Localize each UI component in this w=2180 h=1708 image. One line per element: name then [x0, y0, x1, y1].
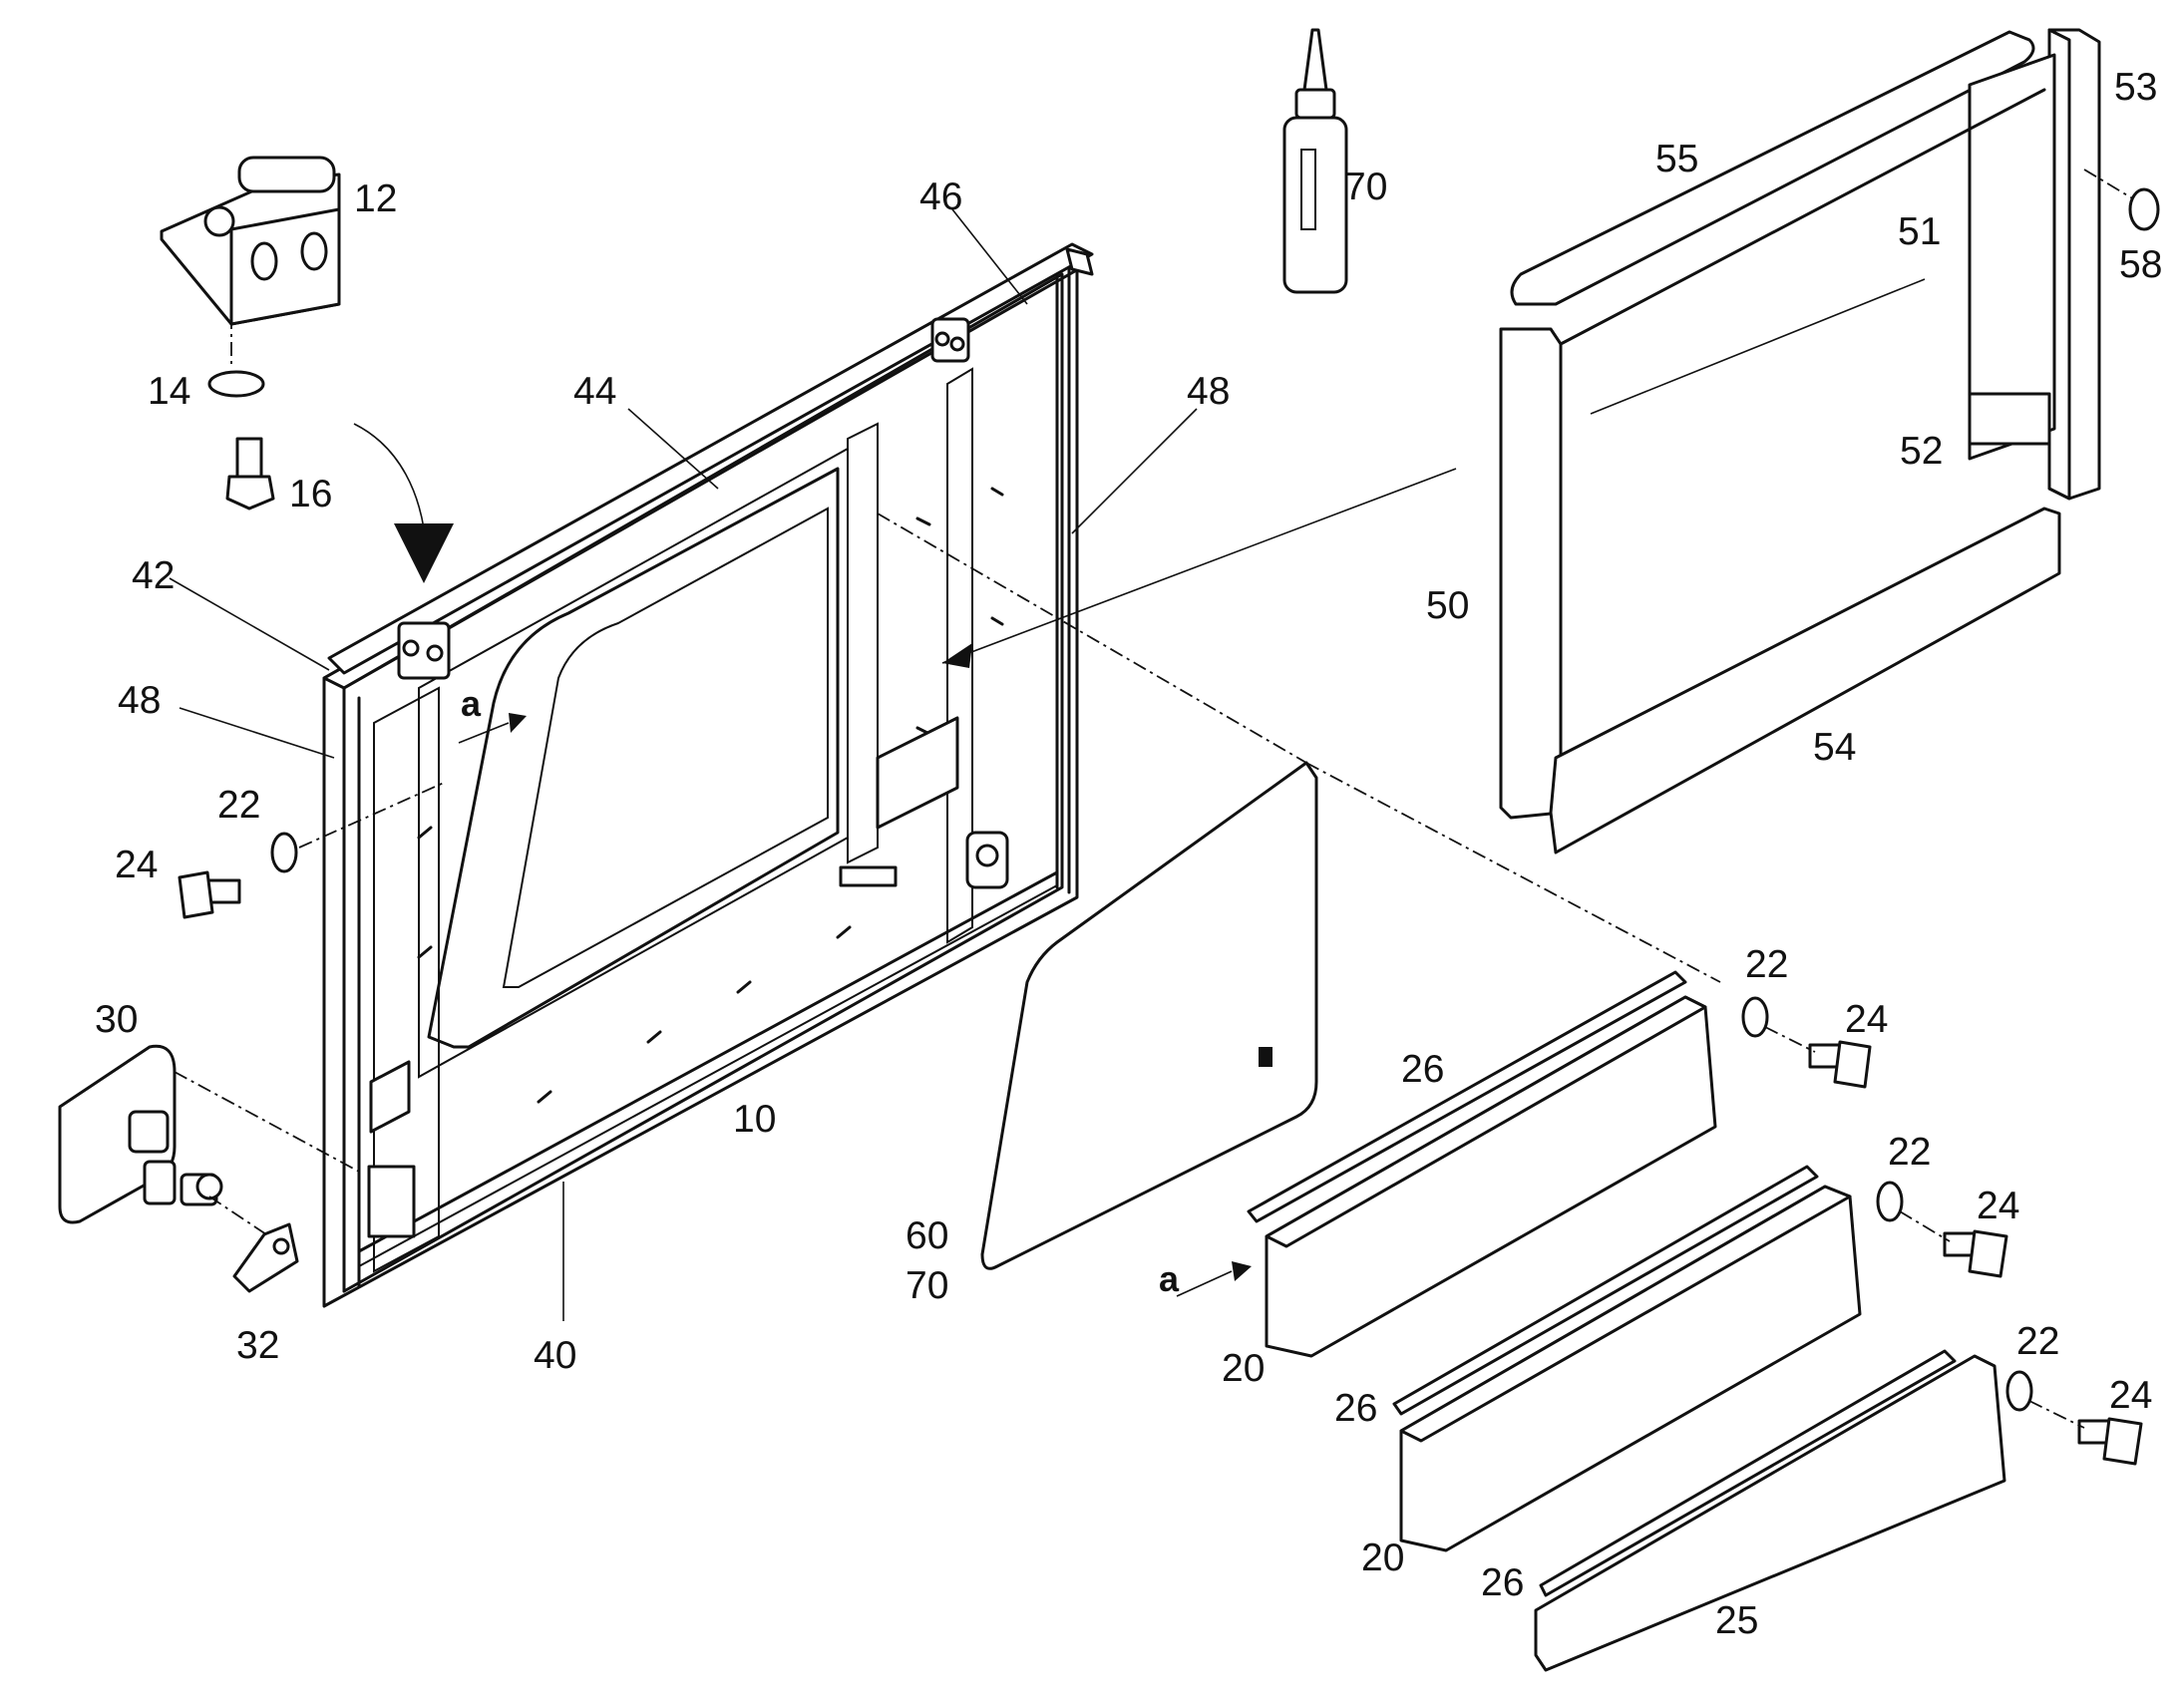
label-46: 46: [919, 175, 962, 218]
label-22-lower: 22: [2016, 1320, 2059, 1363]
top-rail-part-44: [327, 242, 1094, 675]
gasket-part-26-middle: [1392, 1165, 1819, 1416]
view-arrow-a-line: [458, 722, 510, 744]
label-24-left: 24: [115, 844, 158, 886]
label-16: 16: [289, 473, 332, 515]
label-54: 54: [1813, 726, 1856, 769]
washer-part-14: [207, 370, 265, 398]
bolt-part-24-lower: [2077, 1417, 2143, 1466]
label-60: 60: [906, 1214, 948, 1257]
label-10: 10: [733, 1098, 776, 1141]
label-20-upper: 20: [1222, 1347, 1265, 1390]
label-26-upper: 26: [1401, 1048, 1444, 1091]
label-44: 44: [573, 370, 616, 413]
washer-part-22-left: [270, 832, 298, 873]
axis-line-bolt-upper: [1764, 1026, 1816, 1053]
seal-block-part-50: [1499, 327, 1563, 820]
cover-part-20-middle: [1399, 1185, 1862, 1552]
label-58: 58: [2119, 243, 2162, 286]
label-20-middle: 20: [1361, 1537, 1404, 1579]
hinge-mounted-left: [397, 621, 451, 680]
leader-48-left: [179, 707, 335, 759]
cover-part-25-lower: [1534, 1354, 2006, 1672]
label-22-upper: 22: [1745, 943, 1788, 986]
seal-block-part-53: [2047, 28, 2101, 501]
label-14: 14: [148, 370, 190, 413]
label-26-middle: 26: [1334, 1387, 1377, 1430]
view-arrow-a-head-lower: [1232, 1261, 1252, 1281]
label-24-upper: 24: [1845, 998, 1888, 1041]
screw-part-16: [225, 437, 275, 511]
cover-part-20-upper: [1265, 995, 1717, 1358]
door-frame-part-10: [322, 247, 1089, 1308]
gasket-part-26-upper: [1247, 970, 1687, 1223]
label-50: 50: [1426, 584, 1469, 627]
axis-line-glass: [1305, 762, 1721, 983]
view-arrow-a-head: [509, 713, 527, 733]
label-24-middle: 24: [1977, 1185, 2019, 1227]
seal-block-part-52: [1968, 53, 2056, 461]
label-51: 51: [1898, 210, 1941, 253]
seal-arrow-head: [942, 643, 972, 668]
label-30: 30: [95, 998, 138, 1041]
seal-strip-part-55: [1510, 30, 2035, 306]
handle-part-30: [58, 1044, 223, 1224]
label-48-right: 48: [1187, 370, 1230, 413]
label-40: 40: [534, 1334, 576, 1377]
leader-seal-arrow: [941, 468, 1457, 664]
plate-part-32: [232, 1222, 299, 1293]
axis-line-handle: [174, 1071, 360, 1173]
leader-46: [951, 208, 1028, 305]
label-25: 25: [1715, 1599, 1758, 1642]
plug-part-58: [2128, 187, 2160, 231]
axis-line-plate: [208, 1196, 270, 1237]
label-view-a-lower: a: [1159, 1258, 1180, 1299]
bolt-part-24-upper: [1808, 1040, 1872, 1089]
leader-48-right: [1071, 408, 1198, 534]
label-70-tube: 70: [1344, 166, 1387, 208]
label-48-left: 48: [118, 679, 161, 722]
label-42: 42: [132, 554, 175, 597]
label-26-lower: 26: [1481, 1561, 1524, 1604]
bolt-part-24-left: [178, 870, 241, 919]
glass-pane-part-60: [980, 761, 1318, 1270]
direction-arrow: [394, 523, 454, 583]
label-70-glass: 70: [906, 1264, 948, 1307]
label-12: 12: [354, 177, 397, 220]
bolt-part-24-middle: [1943, 1229, 2008, 1278]
seal-panel-edge: [1559, 88, 2046, 346]
label-22-middle: 22: [1888, 1131, 1931, 1174]
washer-part-22-upper: [1741, 996, 1769, 1038]
axis-line-bolt-lower: [2028, 1400, 2085, 1429]
washer-part-22-middle: [1876, 1181, 1904, 1222]
axis-line-door-glass: [877, 512, 1307, 764]
axis-line-bolt-middle: [1899, 1210, 1951, 1242]
label-32: 32: [236, 1324, 279, 1367]
hinge-mounted-top: [930, 317, 970, 363]
leader-44: [627, 408, 719, 490]
seal-base-part-54: [1549, 507, 2061, 854]
view-arrow-a-line-lower: [1176, 1270, 1233, 1297]
label-53: 53: [2114, 66, 2157, 109]
label-55: 55: [1655, 138, 1698, 180]
label-52: 52: [1900, 430, 1943, 473]
label-view-a-upper: a: [461, 683, 482, 724]
sealant-tube-part-70: [1282, 28, 1348, 294]
hinge-part-12: [160, 156, 341, 326]
label-22-left: 22: [217, 784, 260, 827]
gasket-part-26-lower: [1539, 1349, 1957, 1597]
callout-curve: [353, 423, 425, 529]
axis-line-58: [2083, 169, 2135, 200]
leader-42: [169, 577, 330, 671]
label-24-lower: 24: [2109, 1374, 2152, 1417]
leader-51: [1590, 278, 1926, 415]
washer-part-22-lower: [2005, 1370, 2033, 1412]
